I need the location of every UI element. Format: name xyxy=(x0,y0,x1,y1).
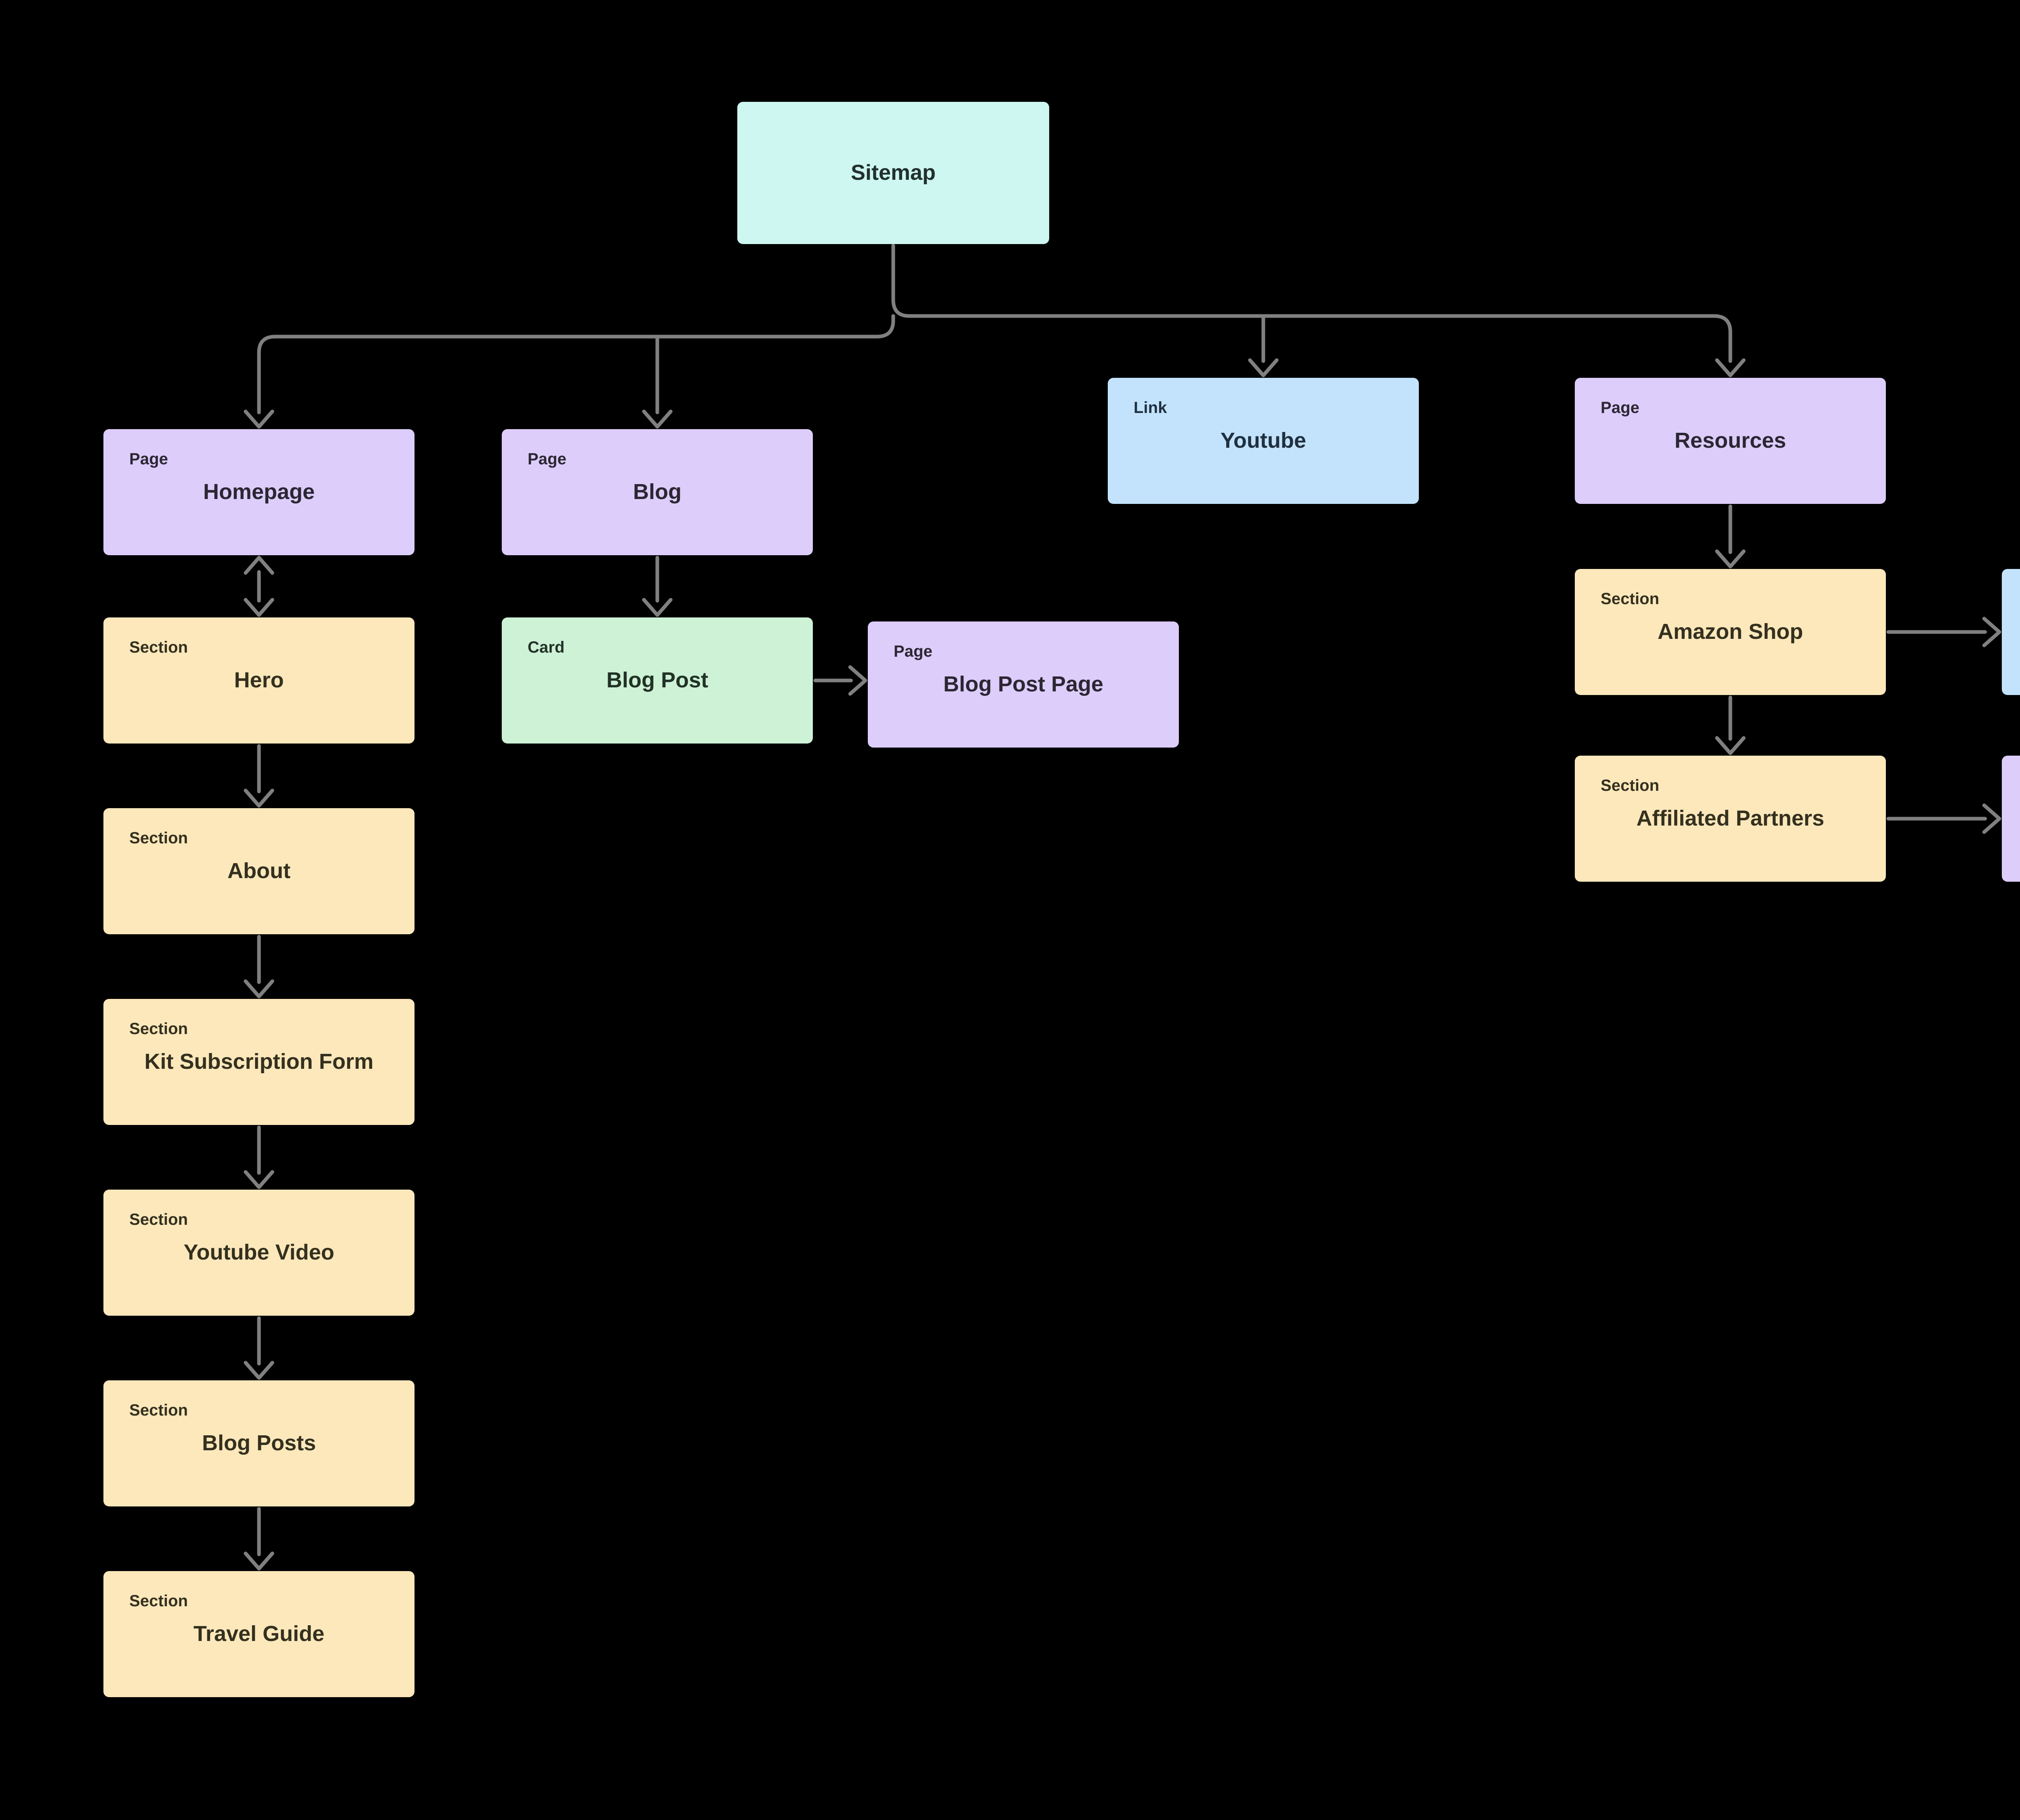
node-kind-label: Section xyxy=(129,638,188,656)
arrowhead-youtube-video-to-blog-posts xyxy=(244,1361,274,1380)
node-title: Travel Guide xyxy=(193,1622,325,1646)
node-title: Kit Subscription Form xyxy=(144,1049,374,1074)
node-title: Product xyxy=(2002,619,2020,644)
edge-sitemap-stem-left xyxy=(875,314,895,339)
arrowhead-sitemap-to-resources xyxy=(1715,358,1746,377)
arrowhead-hero-to-about xyxy=(244,788,274,808)
node-title: Youtube xyxy=(1220,428,1306,453)
node-title: Hero xyxy=(234,668,284,692)
node-title: Homepage xyxy=(203,480,315,504)
node-title: Blog Post Page xyxy=(943,672,1104,696)
arrowhead-about-to-kit-subscription-form xyxy=(244,979,274,998)
arrowhead-up-homepage-to-hero xyxy=(244,556,274,575)
node-kind-label: Section xyxy=(129,1592,188,1610)
node-kind-label: Link xyxy=(1134,399,1167,417)
edge-sitemap-bus-left xyxy=(257,335,879,355)
arrowhead-sitemap-to-youtube xyxy=(1248,358,1279,377)
arrowhead-sitemap-to-homepage xyxy=(244,409,274,429)
node-product[interactable]: LinkProduct xyxy=(2002,569,2020,695)
node-kind-label: Section xyxy=(1601,777,1660,794)
node-kind-label: Page xyxy=(129,450,168,468)
node-title: Youtube Video xyxy=(183,1240,335,1264)
node-title: Sitemap xyxy=(850,160,936,185)
node-kind-label: Section xyxy=(129,1401,188,1419)
arrowhead-affiliated-partners-to-affiliated-product xyxy=(1982,803,2001,834)
edge-sitemap-stem-right xyxy=(891,244,911,318)
arrowhead-homepage-to-hero xyxy=(244,598,274,617)
arrowhead-blog-to-blog-post xyxy=(642,598,673,617)
arrowhead-blog-post-to-blog-post-page xyxy=(848,665,867,696)
node-title: About xyxy=(227,859,290,883)
node-kind-label: Section xyxy=(129,829,188,847)
node-kind-label: Section xyxy=(129,1211,188,1228)
arrowhead-blog-posts-to-travel-guide xyxy=(244,1551,274,1571)
edge-sitemap-bus-right xyxy=(907,314,1732,334)
node-sitemap[interactable]: Sitemap xyxy=(737,102,1049,244)
node-title: Blog xyxy=(633,480,682,504)
arrowhead-amazon-shop-to-affiliated-partners xyxy=(1715,736,1746,755)
node-affiliated-product[interactable]: PageAffiliated Product xyxy=(2002,756,2020,882)
node-kind-label: Page xyxy=(894,642,933,660)
node-title: Affiliated Partners xyxy=(1636,806,1824,830)
node-kind-label: Card xyxy=(528,638,565,656)
node-kind-label: Section xyxy=(1601,590,1660,608)
node-title: Blog Post xyxy=(606,668,708,692)
node-title: Amazon Shop xyxy=(1658,619,1803,644)
node-title: Resources xyxy=(1674,428,1786,453)
node-kind-label: Page xyxy=(1601,399,1640,417)
arrowhead-amazon-shop-to-product xyxy=(1982,617,2001,647)
arrowhead-resources-to-amazon-shop xyxy=(1715,549,1746,569)
arrowhead-kit-subscription-form-to-youtube-video xyxy=(244,1170,274,1189)
node-title: Blog Posts xyxy=(202,1431,316,1455)
arrowhead-sitemap-to-blog xyxy=(642,409,673,429)
node-kind-label: Page xyxy=(528,450,567,468)
node-title: Affiliated Product xyxy=(2002,806,2020,831)
node-kind-label: Section xyxy=(129,1020,188,1038)
